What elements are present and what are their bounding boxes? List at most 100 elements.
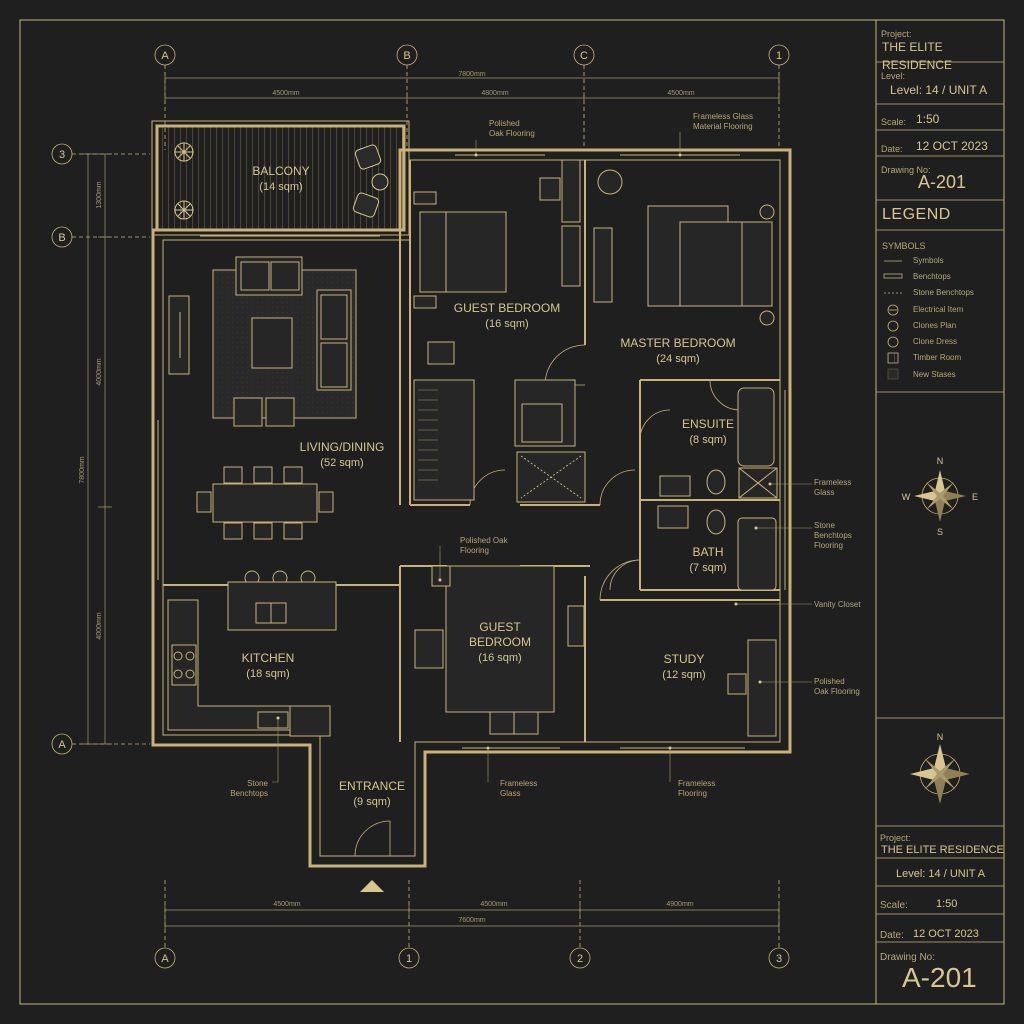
grid-top-1: 1	[776, 50, 782, 62]
compass-rose-icon	[914, 470, 966, 522]
tv-unit-icon	[168, 295, 190, 375]
label-guest-bedroom-2-line2: BEDROOM	[469, 635, 531, 649]
note-stone-benchtops-right-1: Stone	[814, 521, 835, 530]
note-frameless-glass-top-2: Material Flooring	[693, 122, 753, 131]
area-entrance: (9 sqm)	[353, 796, 390, 808]
label-master-bedroom: MASTER BEDROOM	[620, 336, 735, 350]
title-compass-n: N	[937, 732, 944, 742]
grid-top-b: B	[403, 50, 410, 62]
note-vanity-closet: Vanity Closet	[814, 600, 861, 609]
dim-left-seg1: 1300mm	[96, 181, 103, 208]
grid-left-b: B	[58, 232, 65, 244]
wardrobe-hatch	[418, 389, 438, 481]
note-stone-benchtops-left-2: Benchtops	[230, 789, 268, 798]
legend-item-6: Clone Dress	[913, 337, 958, 346]
legend-item-2: Benchtops	[913, 272, 951, 281]
grid-left-3: 3	[59, 149, 65, 161]
dim-top-seg1: 4500mm	[272, 90, 299, 97]
note-stone-benchtops-right-2: Benchtops	[814, 531, 852, 540]
balcony-chairs-icon	[352, 144, 389, 218]
grid-left-a: A	[58, 739, 66, 751]
kitchen-island-icon	[227, 570, 337, 631]
area-guest-bedroom-1: (16 sqm)	[485, 318, 528, 330]
note-polished-oak-right-2: Oak Flooring	[814, 687, 860, 696]
label-entrance: ENTRANCE	[339, 779, 405, 793]
dimension-lines-left	[82, 153, 112, 745]
compass-n: N	[937, 456, 944, 466]
legend-symbols	[883, 260, 903, 380]
sofa-icon	[233, 256, 352, 427]
area-master-bedroom: (24 sqm)	[656, 353, 699, 365]
study-desk-icon	[727, 639, 777, 737]
area-balcony: (14 sqm)	[259, 181, 302, 193]
tb2-level: Level: 14 / UNIT A	[896, 868, 986, 880]
tb-scale: Scale:	[881, 117, 907, 127]
note-stone-benchtops-right-3: Flooring	[814, 541, 843, 550]
tb-drawing-no: A-201	[918, 172, 967, 192]
dim-top-seg3: 4500mm	[667, 90, 694, 97]
bath-fixtures-icon	[657, 505, 777, 591]
note-polished-oak-mid-2: Flooring	[460, 546, 489, 555]
note-frameless-flooring-bottom-1: Frameless	[678, 779, 715, 788]
legend-title: LEGEND	[882, 206, 951, 223]
compass-e: E	[972, 492, 978, 502]
note-stone-benchtops-left-1: Stone	[247, 779, 268, 788]
legend-item-8: New Stases	[913, 370, 956, 379]
title-compass-icon	[910, 744, 970, 804]
door-swings	[354, 344, 741, 857]
dim-top-seg2: 4800mm	[481, 90, 508, 97]
note-polished-oak-top-1: Polished	[489, 119, 520, 128]
guest-bed-1-icon	[413, 159, 581, 501]
legend-subtitle: SYMBOLS	[882, 241, 926, 251]
tb-level-value: Level: 14 / UNIT A	[890, 83, 988, 97]
tb-drawing-label: Drawing No:	[881, 165, 931, 175]
tb-project-label: Project:	[881, 29, 912, 39]
dim-bottom-seg2: 4500mm	[480, 901, 507, 908]
dimension-lines-bottom	[164, 904, 780, 932]
label-study: STUDY	[664, 652, 705, 666]
dim-top-total: 7800mm	[458, 71, 485, 78]
note-polished-oak-right-1: Polished	[814, 677, 845, 686]
kitchen-bench-icon	[167, 599, 331, 737]
legend-item-7: Timber Room	[913, 353, 962, 362]
note-frameless-flooring-bottom-2: Flooring	[678, 789, 707, 798]
legend-item-5: Clones Plan	[913, 321, 957, 330]
tb2-date-label: Date:	[880, 930, 904, 941]
area-study: (12 sqm)	[662, 669, 705, 681]
windows	[157, 154, 786, 749]
label-living-dining: LIVING/DINING	[300, 440, 385, 454]
annotation-dots	[276, 153, 772, 750]
dimension-lines-top	[164, 72, 780, 104]
grid-bubbles-left	[51, 143, 150, 755]
dim-bottom-seg1: 4500mm	[273, 901, 300, 908]
label-kitchen: KITCHEN	[242, 651, 295, 665]
grid-bottom-3: 3	[776, 953, 782, 965]
dim-bottom-seg3: 4900mm	[666, 901, 693, 908]
legend-item-4: Electrical Item	[913, 305, 964, 314]
annotation-leaders	[272, 132, 812, 783]
legend-item-3: Stone Benchtops	[913, 288, 974, 297]
grid-top-a: A	[161, 50, 169, 62]
note-frameless-glass-right-2: Glass	[814, 488, 834, 497]
grid-bubbles-bottom	[154, 880, 790, 969]
tb2-project-name: THE ELITE RESIDENCE	[881, 844, 1004, 856]
compass-s: S	[937, 527, 943, 537]
master-bed-icon	[593, 169, 775, 326]
area-bath: (7 sqm)	[689, 562, 726, 574]
area-living-dining: (52 sqm)	[320, 457, 363, 469]
room-labels: BALCONY (14 sqm) GUEST BEDROOM (16 sqm) …	[242, 164, 736, 808]
balcony-plant-icon	[174, 142, 194, 220]
label-guest-bedroom-1: GUEST BEDROOM	[454, 301, 560, 315]
tb-date: Date:	[881, 144, 903, 154]
note-frameless-glass-bottom-2: Glass	[500, 789, 520, 798]
area-ensuite: (8 sqm)	[689, 434, 726, 446]
tb2-drawing-no: A-201	[902, 962, 977, 993]
grid-top-c: C	[580, 50, 588, 62]
dim-left-seg3: 4000mm	[96, 612, 103, 639]
entrance-arrow-icon	[360, 880, 384, 892]
grid-bottom-2: 2	[577, 953, 583, 965]
title-block-dividers	[876, 61, 1004, 943]
guest-bed-2-icon	[414, 565, 585, 735]
note-frameless-glass-top-1: Frameless Glass	[693, 112, 753, 121]
